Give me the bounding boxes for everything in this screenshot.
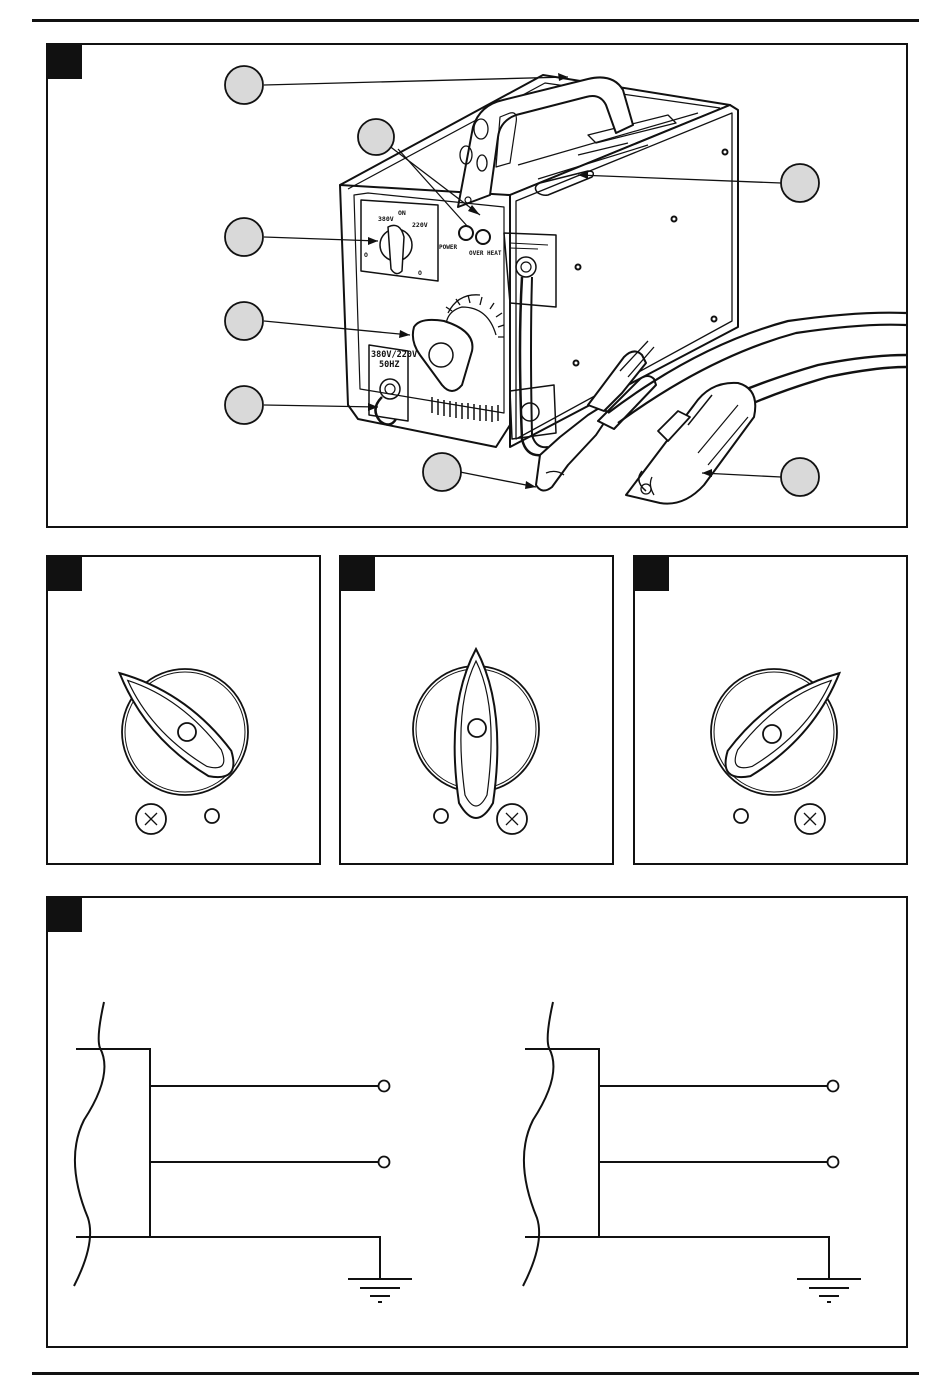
callout-power-cable [225,386,263,424]
rating-plate-line1: 380V/220V [371,350,417,360]
terminal-live [379,1081,390,1092]
overheat-lamp [476,230,490,244]
knob-position-right [635,557,906,863]
callout-handle [225,66,263,104]
wiring-diagram-left [74,1002,412,1302]
callout-slot [781,164,819,202]
selector-off-mark-right: O [418,269,422,277]
figure-3-panel [339,555,614,865]
selector-label-380v: 380V [378,215,394,223]
ground-symbol-icon [797,1279,861,1302]
power-lamp-label: POWER [439,244,457,251]
callout-current-knob [225,302,263,340]
screw-icon [136,804,166,834]
terminal-live [828,1081,839,1092]
selector-label-on: ON [398,209,406,217]
terminal-neutral [828,1157,839,1168]
figure-1-panel: 380V ON 220V O O POWER OVER HEAT 380V/22… [46,43,908,528]
knob-position-left [48,557,319,863]
rating-plate-line2: 50HZ [379,360,399,370]
screw-icon [795,804,825,834]
callout-electrode-holder [781,458,819,496]
wiring-diagrams [48,898,906,1346]
electrode-holder-icon [626,383,755,504]
terminal-neutral [379,1157,390,1168]
callout-voltage-selector [225,218,263,256]
indicator-dot [734,809,748,823]
welder-illustration: 380V ON 220V O O POWER OVER HEAT 380V/22… [48,45,906,526]
callout-lamps [358,119,394,155]
callout-earth-clamp [423,453,461,491]
knob-position-center [341,557,612,863]
indicator-dot [434,809,448,823]
screw-icon [497,804,527,834]
power-lamp [459,226,473,240]
indicator-dot [205,809,219,823]
wiring-diagram-right [523,1002,861,1302]
figure-5-panel [46,896,908,1348]
selector-off-mark-left: O [364,251,368,259]
figure-4-panel [633,555,908,865]
overheat-lamp-label: OVER HEAT [469,250,502,257]
top-rule [32,19,919,22]
figure-2-panel [46,555,321,865]
ground-symbol-icon [348,1279,412,1302]
selector-label-220v: 220V [412,221,428,229]
bottom-rule [32,1372,919,1375]
